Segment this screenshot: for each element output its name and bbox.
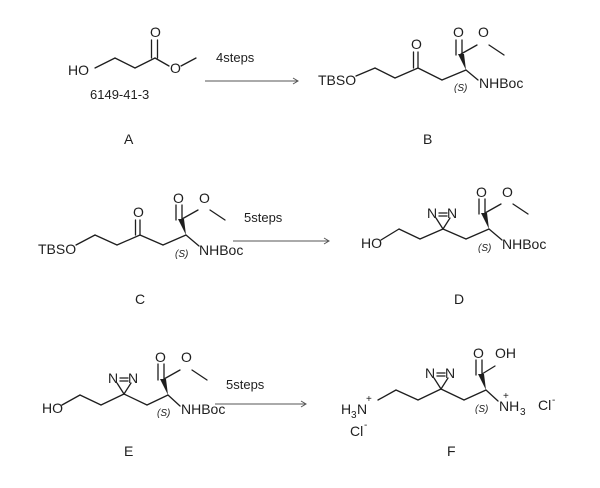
compound-label-a: A: [124, 131, 134, 147]
charge-plus-left: +: [366, 394, 372, 405]
stereo-descriptor: (S): [175, 249, 188, 260]
charge-plus-right: +: [503, 391, 509, 402]
tbso-label: TBSO: [38, 241, 76, 257]
tbso-label: TBSO: [318, 72, 356, 88]
compound-label-b: B: [423, 131, 432, 147]
chloride-right: Cl: [538, 397, 551, 413]
arrow-label-a-to-b: 4steps: [216, 50, 255, 65]
charge-minus-right: -: [552, 395, 555, 406]
reaction-arrow-a-to-b: 4steps: [205, 50, 299, 85]
reaction-arrow-c-to-d: 5steps: [233, 210, 330, 245]
carbonyl-oxygen-label: O: [150, 24, 161, 40]
compound-label-e: E: [124, 443, 133, 459]
diazirine-nitrogen-right: N: [445, 365, 455, 381]
ketone-oxygen-label: O: [411, 36, 422, 52]
hydroxyl-label: HO: [68, 62, 89, 78]
ammonium-right-subscript: 3: [520, 407, 526, 418]
ammonium-left-subscript: 3: [351, 410, 357, 421]
compound-e-bonds: [61, 369, 208, 407]
compound-b-bonds: [355, 44, 505, 81]
reaction-arrow-e-to-f: 5steps: [215, 377, 307, 408]
nhboc-label: NHBoc: [181, 401, 225, 417]
compound-f: H 3 N + Cl - N N O OH NH 3 + Cl - (S) F: [341, 345, 555, 459]
diazirine-nitrogen-left: N: [427, 205, 437, 221]
carbonyl-oxygen-label: O: [476, 184, 487, 200]
arrow-label-e-to-f: 5steps: [226, 377, 265, 392]
diazirine-nitrogen-right: N: [447, 205, 457, 221]
diazirine-nitrogen-left: N: [108, 370, 118, 386]
ester-oxygen-label: O: [199, 190, 210, 206]
stereo-descriptor: (S): [157, 408, 170, 419]
compound-b: TBSO O O O NHBoc (S) B: [318, 24, 523, 147]
compound-label-d: D: [454, 291, 464, 307]
nhboc-label: NHBoc: [479, 75, 523, 91]
ester-oxygen-label: O: [170, 60, 181, 76]
carbonyl-oxygen-label: O: [155, 349, 166, 365]
carbonyl-oxygen-label: O: [473, 345, 484, 361]
ester-oxygen-label: O: [181, 349, 192, 365]
hydroxyl-label: HO: [42, 400, 63, 416]
carboxylic-oh-label: OH: [495, 345, 516, 361]
compound-c: TBSO O O O NHBoc (S) C: [38, 190, 243, 307]
charge-minus-left: -: [364, 420, 367, 431]
compound-d: HO N N O O NHBoc (S) D: [361, 184, 546, 307]
stereo-descriptor: (S): [454, 83, 467, 94]
ammonium-left-h: H: [341, 401, 351, 417]
chloride-left: Cl: [350, 423, 363, 439]
compound-f-bonds: [377, 365, 499, 402]
compound-a: HO O O 6149-41-3 A: [68, 24, 197, 147]
ketone-oxygen-label: O: [133, 204, 144, 220]
compound-a-bonds: [94, 39, 197, 69]
ester-oxygen-label: O: [478, 24, 489, 40]
carbonyl-oxygen-label: O: [453, 24, 464, 40]
stereo-descriptor: (S): [478, 243, 491, 254]
ammonium-left-n: N: [357, 401, 367, 417]
hydroxyl-label: HO: [361, 235, 382, 251]
cas-number: 6149-41-3: [90, 87, 149, 102]
diazirine-nitrogen-left: N: [425, 365, 435, 381]
nhboc-label: NHBoc: [199, 242, 243, 258]
stereo-descriptor: (S): [475, 404, 488, 415]
diazirine-nitrogen-right: N: [128, 370, 138, 386]
compound-d-bonds: [380, 203, 529, 241]
compound-label-f: F: [447, 443, 456, 459]
compound-c-bonds: [75, 209, 226, 247]
nhboc-label: NHBoc: [502, 236, 546, 252]
arrow-label-c-to-d: 5steps: [244, 210, 283, 225]
ester-oxygen-label: O: [502, 184, 513, 200]
ammonium-right-nh: NH: [499, 398, 519, 414]
compound-e: HO N N O O NHBoc (S) E: [42, 349, 225, 459]
compound-label-c: C: [135, 291, 145, 307]
carbonyl-oxygen-label: O: [173, 190, 184, 206]
